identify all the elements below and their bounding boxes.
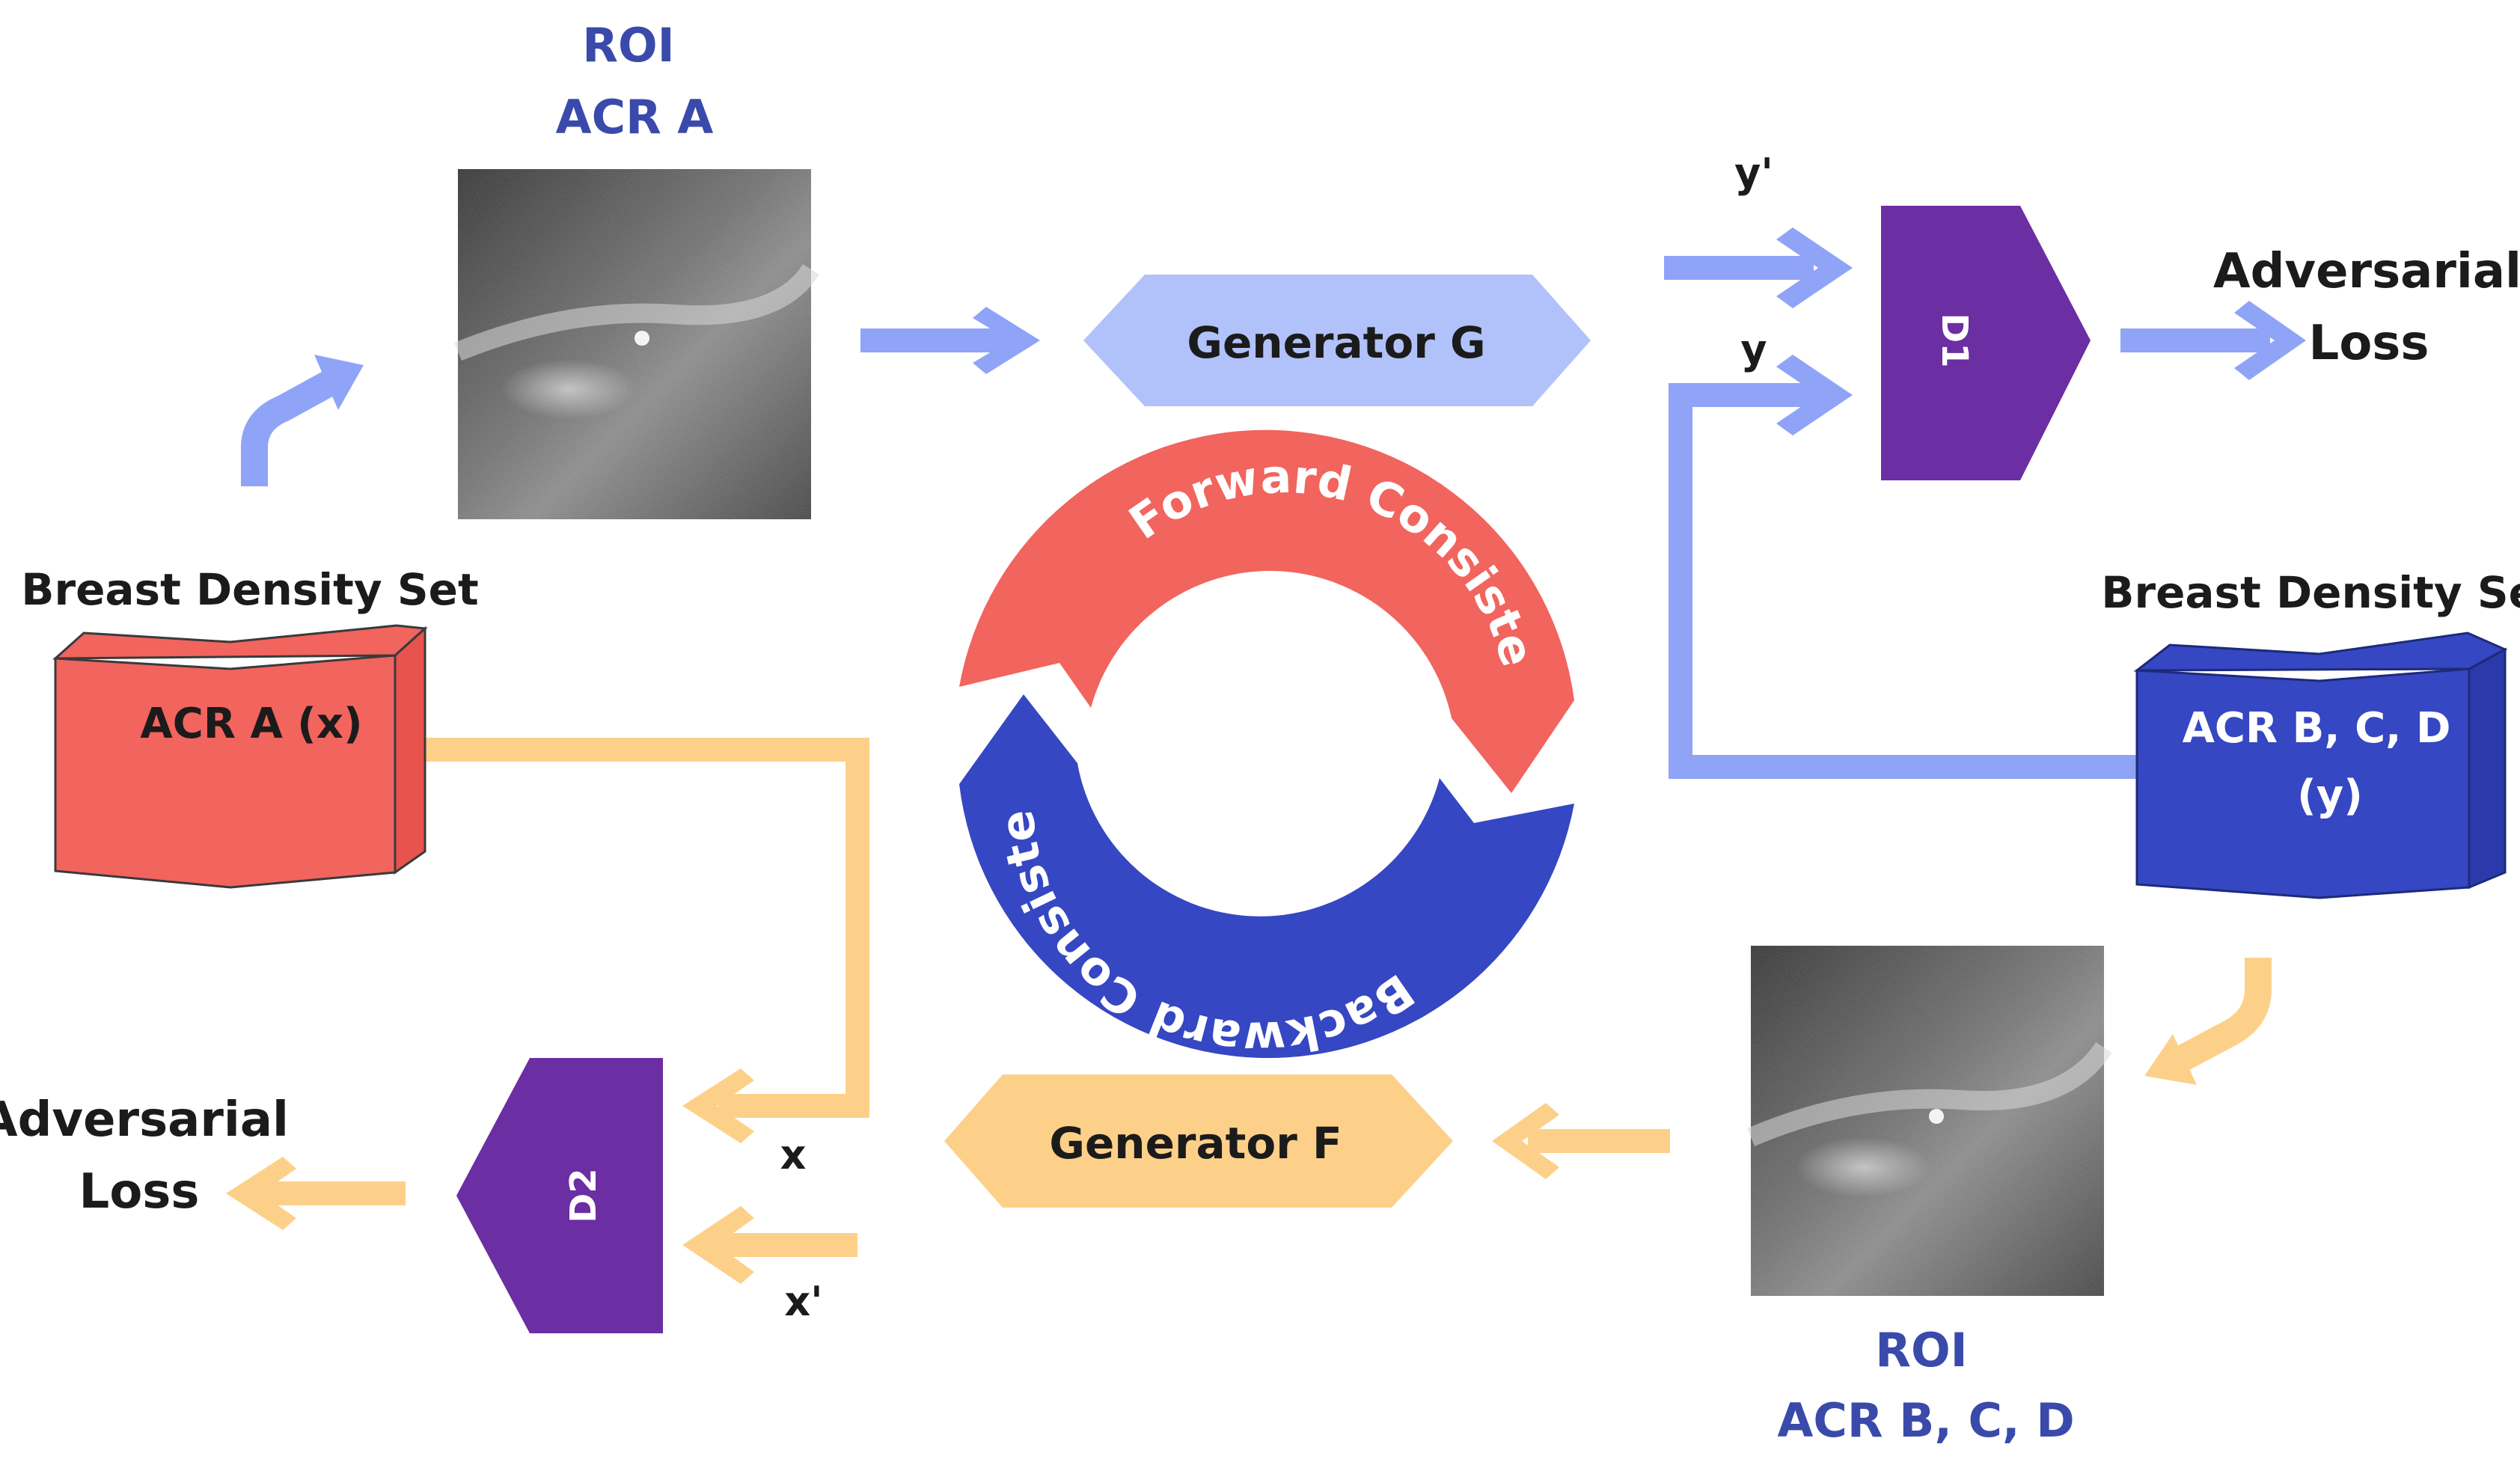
set-right-title: Breast Density Set (2101, 567, 2520, 618)
set-right-box: ACR B, C, D (y) (2133, 631, 2508, 899)
arrow-generated-to-d1 (1664, 227, 1853, 308)
adv-loss-left-line1: Adversarial (0, 1092, 289, 1148)
discriminator-d1: D1 (1881, 206, 2091, 480)
label-x: x (780, 1131, 807, 1178)
adv-loss-left-line2: Loss (79, 1164, 200, 1220)
label-x-prime: x' (784, 1278, 822, 1325)
set-left-label: ACR A (x) (140, 700, 362, 748)
generator-g-label: Generator G (1187, 317, 1485, 368)
discriminator-d2: D2 (456, 1058, 663, 1333)
generator-f: Generator F (944, 1074, 1453, 1208)
label-y: y (1740, 326, 1767, 373)
arrow-real-y-to-d1 (1669, 355, 2146, 779)
d2-label: D2 (563, 1168, 605, 1223)
generator-f-label: Generator F (1049, 1118, 1342, 1169)
roi-bottom-subtitle: ACR B, C, D (1777, 1393, 2074, 1448)
label-y-prime: y' (1734, 150, 1773, 197)
set-left-title: Breast Density Set (21, 564, 478, 615)
set-right-line1: ACR B, C, D (2183, 704, 2451, 753)
arrow-roi-to-generator-f (1492, 1103, 1670, 1179)
cycle-consistency: Forward Consistency Backward Consistency (0, 0, 1574, 1066)
arrow-set-to-roi-bottom (2144, 958, 2272, 1085)
roi-top-image (454, 169, 820, 519)
arrow-real-x-to-d2 (423, 738, 869, 1143)
adv-loss-right-line1: Adversarial (2213, 244, 2520, 299)
arrow-d2-to-loss (226, 1157, 406, 1230)
backward-consistency-arrow (959, 694, 1574, 1059)
arrow-set-to-roi-top (241, 355, 364, 486)
d1-label: D1 (1933, 313, 1975, 367)
generator-g: Generator G (1083, 275, 1591, 406)
roi-bottom-image (1746, 946, 2112, 1296)
arrow-generated-to-d2 (682, 1206, 857, 1284)
roi-top-title: ROI (582, 18, 675, 73)
roi-top-subtitle: ACR A (556, 90, 714, 144)
arrow-roi-to-generator-g (860, 307, 1040, 374)
roi-bottom-title: ROI (1875, 1323, 1968, 1377)
forward-consistency-arrow (959, 429, 1574, 793)
set-left-box: ACR A (x) (52, 624, 428, 889)
adv-loss-right-line2: Loss (2309, 316, 2429, 371)
set-right-line2: (y) (2297, 771, 2363, 820)
arrow-d1-to-loss (2120, 301, 2306, 380)
